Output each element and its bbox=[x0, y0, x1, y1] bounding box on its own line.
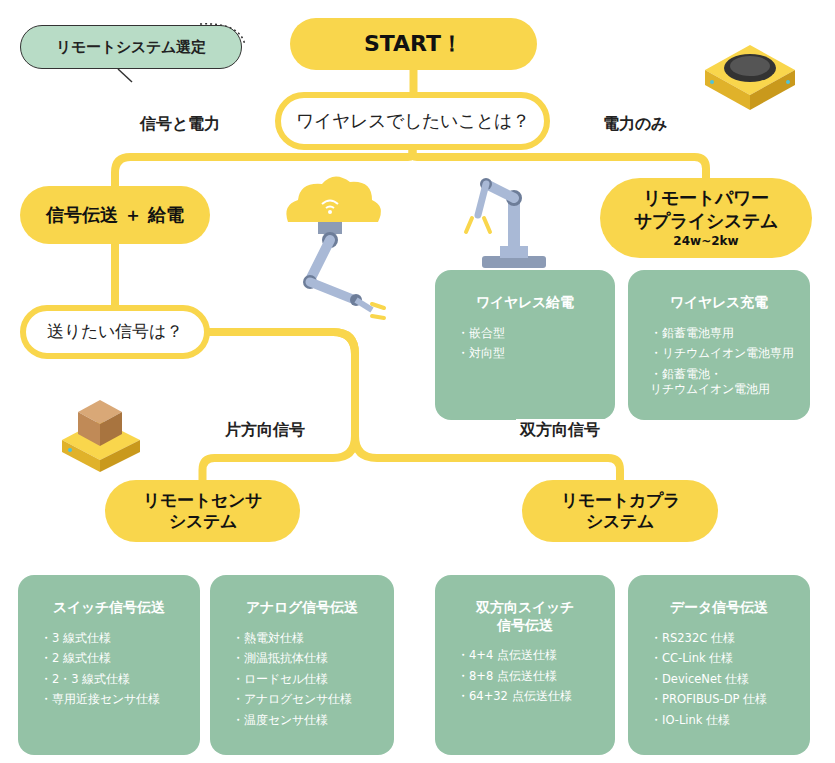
process-pill: 信号伝送 ＋ 給電 bbox=[20, 186, 210, 244]
node-detail: ・8+8 点伝送仕様 bbox=[457, 669, 557, 685]
node-label: リモートカプラ システム bbox=[540, 490, 700, 533]
node-detail: ・64+32 点伝送仕様 bbox=[457, 689, 572, 705]
start-pill: START！ bbox=[290, 18, 537, 70]
agv-robot bbox=[705, 45, 795, 110]
node-detail: ・鉛蓄電池専用 bbox=[650, 326, 734, 342]
connector-line bbox=[413, 148, 707, 180]
option-box: ワイヤレス給電・嵌合型・対向型 bbox=[435, 270, 615, 420]
node-label: ワイヤレスでしたいことは？ bbox=[296, 110, 530, 133]
node-label: データ信号伝送 bbox=[670, 599, 768, 617]
option-box: ワイヤレス充電・鉛蓄電池専用・リチウムイオン電池専用・鉛蓄電池・ リチウムイオン… bbox=[628, 270, 810, 420]
connector bbox=[413, 68, 414, 94]
node-detail: ・2 線式仕様 bbox=[40, 651, 111, 667]
option-box: スイッチ信号伝送・3 線式仕様・2 線式仕様・2・3 線式仕様・専用近接センサ仕… bbox=[18, 575, 200, 755]
connector-line bbox=[203, 332, 356, 482]
node-detail: ・対向型 bbox=[457, 346, 505, 362]
edge-label: 信号と電力 bbox=[136, 113, 224, 136]
connector-line bbox=[410, 68, 418, 94]
node-label: 送りたい信号は？ bbox=[47, 321, 183, 342]
node-label: リモートセンサ システム bbox=[123, 490, 282, 533]
question-pill: ワイヤレスでしたいことは？ bbox=[275, 92, 550, 150]
node-label: リモートシステム選定 bbox=[56, 38, 206, 57]
connector bbox=[413, 148, 707, 180]
node-detail: ・2・3 線式仕様 bbox=[40, 672, 130, 688]
node-detail: ・鉛蓄電池・ リチウムイオン電池用 bbox=[650, 367, 800, 398]
connector-line bbox=[115, 148, 413, 188]
edge-label: 双方向信号 bbox=[516, 419, 604, 442]
node-label: リモートパワー サプライシステム bbox=[618, 187, 794, 232]
node-detail: ・CC-Link 仕様 bbox=[650, 651, 733, 667]
connector bbox=[115, 242, 116, 307]
node-detail: ・IO-Link 仕様 bbox=[650, 713, 730, 729]
node-detail: ・測温抵抗体仕様 bbox=[232, 651, 328, 667]
node-detail: ・4+4 点伝送仕様 bbox=[457, 648, 557, 664]
node-detail: ・ロードセル仕様 bbox=[232, 672, 328, 688]
process-pill: リモートセンサ システム bbox=[105, 480, 300, 542]
node-detail: ・PROFIBUS-DP 仕様 bbox=[650, 692, 767, 708]
node-label: ワイヤレス充電 bbox=[670, 294, 768, 312]
title-tag: リモートシステム選定 bbox=[20, 25, 242, 69]
question-pill: 送りたい信号は？ bbox=[20, 305, 210, 359]
edge-label: 電力のみ bbox=[599, 113, 671, 136]
industrial-robot-arm bbox=[466, 178, 546, 268]
node-detail: ・熱電対仕様 bbox=[232, 631, 304, 647]
connector bbox=[203, 332, 356, 482]
node-detail: 24w~2kw bbox=[673, 234, 738, 249]
node-detail: ・RS232C 仕様 bbox=[650, 631, 735, 647]
node-detail: ・専用近接センサ仕様 bbox=[40, 692, 160, 708]
node-label: スイッチ信号伝送 bbox=[53, 599, 165, 617]
edge-label: 片方向信号 bbox=[221, 419, 309, 442]
option-box: データ信号伝送・RS232C 仕様・CC-Link 仕様・DeviceNet 仕… bbox=[628, 575, 810, 755]
connector-line bbox=[111, 242, 119, 307]
node-detail: ・温度センサ仕様 bbox=[232, 713, 328, 729]
node-label: アナログ信号伝送 bbox=[246, 599, 358, 617]
tag-tail bbox=[118, 69, 132, 82]
node-label: 信号伝送 ＋ 給電 bbox=[46, 204, 185, 227]
node-detail: ・アナログセンサ仕様 bbox=[232, 692, 352, 708]
option-box: アナログ信号伝送・熱電対仕様・測温抵抗体仕様・ロードセル仕様・アナログセンサ仕様… bbox=[210, 575, 394, 755]
connector bbox=[115, 148, 413, 188]
node-detail: ・リチウムイオン電池専用 bbox=[650, 346, 794, 362]
node-label: ワイヤレス給電 bbox=[476, 294, 574, 312]
node-detail: ・3 線式仕様 bbox=[40, 631, 111, 647]
node-label: 双方向スイッチ 信号伝送 bbox=[470, 599, 580, 634]
node-detail: ・DeviceNet 仕様 bbox=[650, 672, 749, 688]
process-pill: リモートパワー サプライシステム 24w~2kw bbox=[600, 178, 812, 258]
node-detail: ・嵌合型 bbox=[457, 326, 505, 342]
option-box: 双方向スイッチ 信号伝送・4+4 点伝送仕様・8+8 点伝送仕様・64+32 点… bbox=[435, 575, 615, 755]
cloud-robot-arm bbox=[286, 176, 384, 318]
node-label: START！ bbox=[364, 30, 463, 58]
process-pill: リモートカプラ システム bbox=[522, 480, 718, 542]
agv-with-parcel bbox=[62, 400, 140, 472]
